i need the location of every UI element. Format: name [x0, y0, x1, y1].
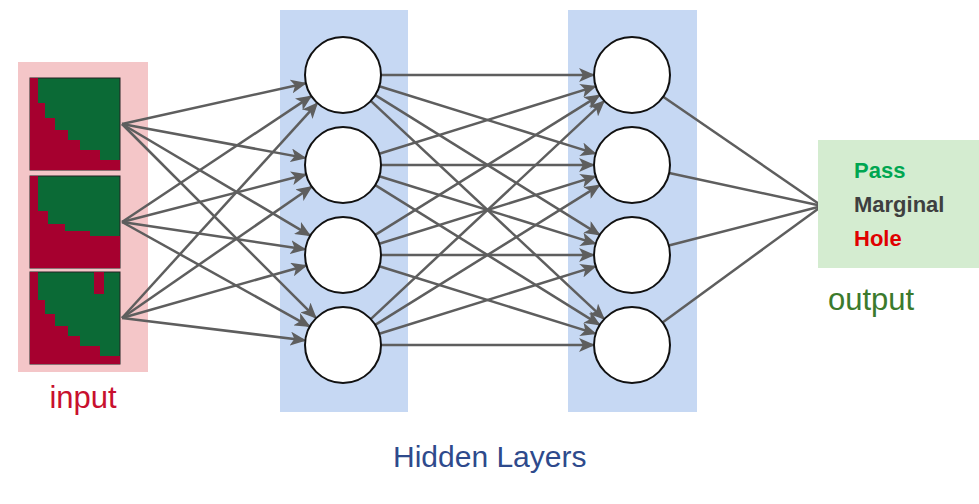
output-box: PassMarginalHoleoutput	[818, 140, 979, 268]
connection-arrow	[379, 87, 594, 154]
layer-caption: Hidden Layers	[393, 440, 586, 474]
connection-arrow	[379, 86, 594, 153]
class-label: Marginal	[854, 188, 971, 222]
neuron-circle	[305, 307, 381, 383]
input-caption: input	[18, 380, 148, 416]
connection-arrow	[663, 206, 822, 322]
hidden-layer-band	[280, 10, 408, 412]
class-label: Pass	[854, 154, 971, 188]
connection-wires	[122, 75, 822, 345]
connection-arrow	[122, 187, 311, 318]
neuron-circle	[594, 217, 670, 293]
connection-arrow	[375, 95, 599, 234]
connection-arrow	[375, 96, 599, 235]
connection-arrow	[122, 175, 305, 222]
connection-arrow	[371, 102, 604, 319]
connection-arrow	[122, 222, 309, 326]
neuron-circle	[594, 37, 670, 113]
hidden-layer-band	[568, 10, 697, 412]
input-image	[30, 78, 120, 170]
connection-arrow	[122, 97, 311, 222]
connection-arrow	[375, 186, 599, 325]
connection-arrow	[379, 266, 594, 333]
connection-arrow	[122, 266, 305, 318]
connection-arrow	[381, 74, 593, 77]
class-label: Hole	[854, 222, 971, 256]
input-image	[30, 272, 120, 364]
connection-arrow	[122, 222, 304, 249]
neurons	[305, 37, 670, 383]
neuron-circle	[305, 217, 381, 293]
connection-arrow	[663, 97, 822, 206]
connection-arrow	[122, 318, 304, 340]
connection-arrow	[379, 267, 594, 334]
connection-arrow	[122, 124, 315, 317]
input-block: input	[18, 62, 148, 372]
connection-arrow	[381, 344, 593, 347]
connection-arrow	[669, 173, 822, 206]
connection-arrow	[122, 104, 317, 318]
connection-arrow	[669, 206, 822, 245]
neuron-circle	[594, 127, 670, 203]
neuron-circle	[305, 37, 381, 113]
input-image	[30, 176, 120, 268]
connection-arrow	[375, 185, 599, 324]
neuron-circle	[594, 307, 670, 383]
connection-arrow	[371, 101, 604, 318]
neuron-circle	[305, 127, 381, 203]
output-caption: output	[828, 282, 914, 318]
